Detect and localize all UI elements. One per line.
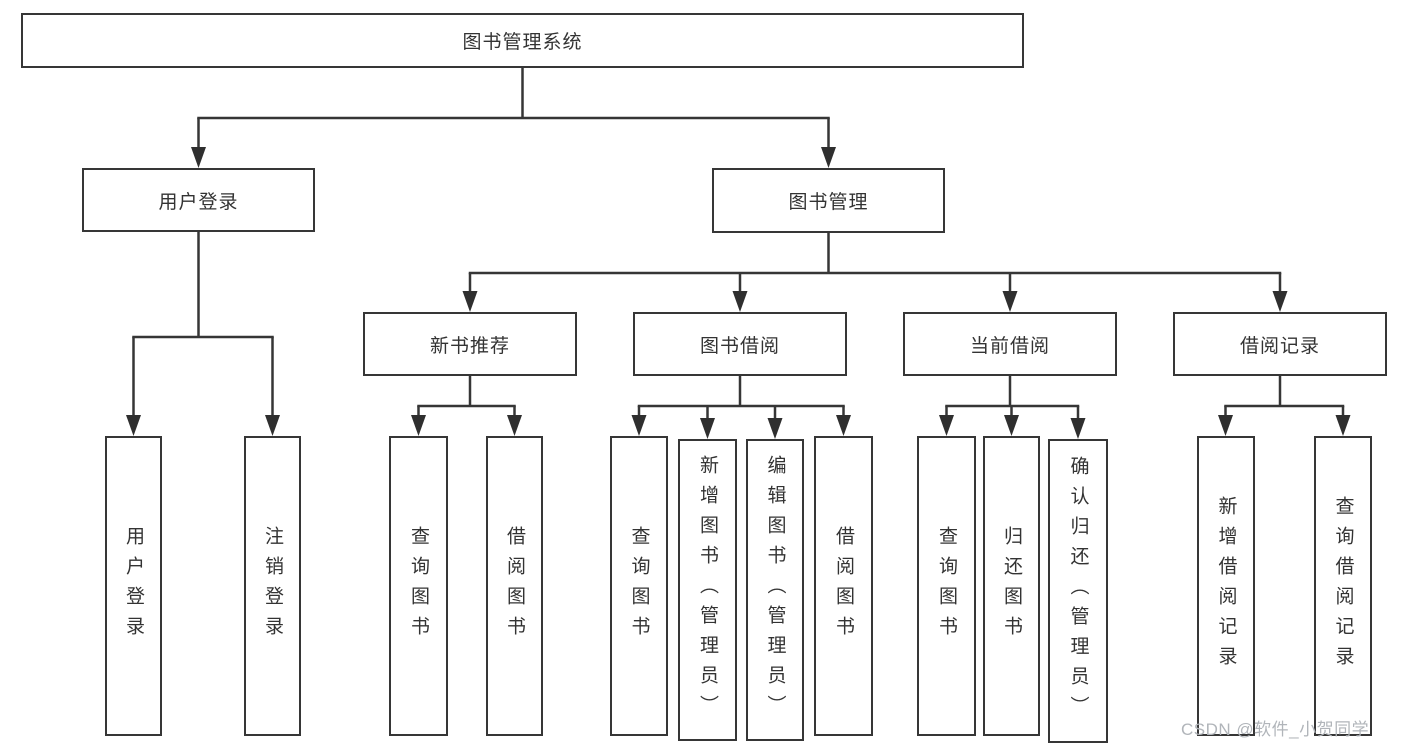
node-book-management: 图书管理	[712, 168, 945, 233]
leaf-return-book-label: 归还图书	[1001, 526, 1022, 646]
leaf-logout: 注销登录	[244, 436, 301, 736]
node-new-book-recommend: 新书推荐	[363, 312, 577, 376]
arrowhead-icon	[836, 415, 851, 436]
node-new-book-recommend-label: 新书推荐	[429, 335, 510, 357]
leaf-borrow-books-borrowing: 借阅图书	[814, 436, 873, 736]
leaf-add-borrow-record: 新增借阅记录	[1197, 436, 1255, 736]
leaf-borrow-books-recommend: 借阅图书	[486, 436, 543, 736]
arrowhead-icon	[507, 415, 522, 436]
arrowhead-icon	[767, 418, 783, 439]
arrowhead-icon	[1002, 291, 1018, 312]
arrowhead-icon	[1070, 418, 1086, 439]
node-current-borrowing-label: 当前借阅	[969, 335, 1050, 357]
connector-book-mgmt-to-level3	[462, 233, 1288, 312]
arrowhead-icon	[126, 415, 141, 436]
arrowhead-icon	[462, 291, 478, 312]
arrowhead-icon	[191, 147, 206, 168]
node-book-management-label: 图书管理	[788, 192, 869, 213]
node-root-label: 图书管理系统	[462, 32, 583, 53]
leaf-query-borrow-record-label: 查询借阅记录	[1332, 496, 1354, 676]
connector-records-to-leaves	[1218, 376, 1351, 436]
arrowhead-icon	[1004, 415, 1019, 436]
leaf-edit-book-admin: 编辑图书（管理员）	[746, 439, 804, 741]
arrowhead-icon	[821, 147, 836, 168]
leaf-borrow-books-borrowing-label: 借阅图书	[833, 526, 854, 646]
leaf-query-books-current-label: 查询图书	[936, 526, 957, 646]
node-borrowing-records: 借阅记录	[1173, 312, 1387, 376]
leaf-return-book: 归还图书	[983, 436, 1040, 736]
arrowhead-icon	[411, 415, 426, 436]
arrowhead-icon	[631, 415, 647, 436]
node-user-login: 用户登录	[82, 168, 315, 232]
leaf-query-books-borrowing-label: 查询图书	[628, 526, 650, 646]
arrowhead-icon	[1218, 415, 1233, 436]
arrowhead-icon	[700, 418, 715, 439]
leaf-logout-label: 注销登录	[262, 526, 283, 646]
leaf-confirm-return-admin-label: 确认归还（管理员）	[1067, 456, 1089, 726]
leaf-user-login: 用户登录	[105, 436, 162, 736]
leaf-borrow-books-recommend-label: 借阅图书	[504, 526, 525, 646]
arrowhead-icon	[939, 415, 954, 436]
node-borrowing-records-label: 借阅记录	[1239, 335, 1320, 357]
leaf-add-book-admin-label: 新增图书（管理员）	[697, 455, 718, 725]
connector-book-borrow-to-leaves	[631, 376, 851, 439]
leaf-add-book-admin: 新增图书（管理员）	[678, 439, 737, 741]
leaf-query-books-recommend-label: 查询图书	[408, 526, 429, 646]
connector-new-book-to-leaves	[411, 376, 522, 436]
node-root: 图书管理系统	[21, 13, 1024, 68]
leaf-query-borrow-record: 查询借阅记录	[1314, 436, 1372, 736]
leaf-edit-book-admin-label: 编辑图书（管理员）	[764, 455, 786, 725]
leaf-query-books-borrowing: 查询图书	[610, 436, 668, 736]
leaf-query-books-current: 查询图书	[917, 436, 976, 736]
connector-root-to-level2	[191, 68, 836, 168]
arrowhead-icon	[1335, 415, 1351, 436]
leaf-user-login-label: 用户登录	[123, 526, 144, 646]
leaf-add-borrow-record-label: 新增借阅记录	[1215, 496, 1237, 676]
arrowhead-icon	[265, 415, 280, 436]
arrowhead-icon	[732, 291, 748, 312]
leaf-query-books-recommend: 查询图书	[389, 436, 448, 736]
connector-current-borrow-to-leaves	[939, 376, 1086, 439]
node-user-login-label: 用户登录	[158, 191, 239, 213]
node-current-borrowing: 当前借阅	[903, 312, 1117, 376]
node-book-borrowing: 图书借阅	[633, 312, 847, 376]
connector-user-login-to-leaves	[126, 232, 280, 436]
leaf-confirm-return-admin: 确认归还（管理员）	[1048, 439, 1108, 743]
node-book-borrowing-label: 图书借阅	[699, 335, 780, 357]
csdn-watermark: CSDN @软件_小贺同学	[1181, 720, 1370, 739]
arrowhead-icon	[1272, 291, 1288, 312]
